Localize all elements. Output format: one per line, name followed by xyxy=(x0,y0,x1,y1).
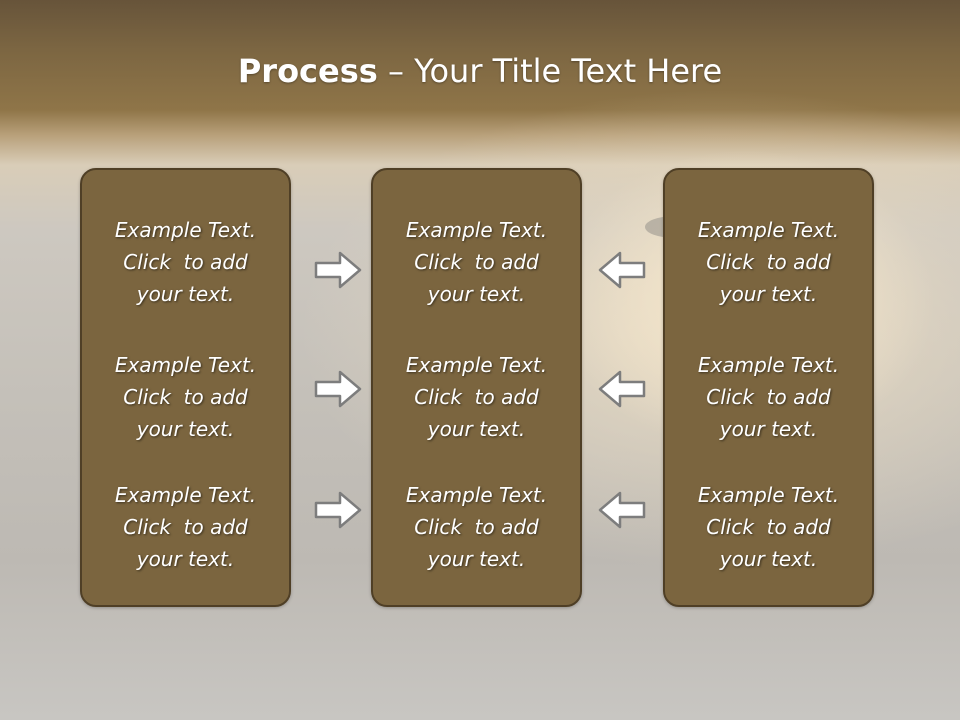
text-line: your text. xyxy=(427,417,526,441)
text-line: Example Text. xyxy=(697,483,840,507)
text-line: Example Text. xyxy=(697,353,840,377)
text-line: Click to add xyxy=(123,515,248,539)
text-line: Click to add xyxy=(414,515,539,539)
text-line: your text. xyxy=(719,547,818,571)
title-rest: – Your Title Text Here xyxy=(377,52,723,90)
left-arrow-icon[interactable] xyxy=(598,491,646,529)
text-line: Example Text. xyxy=(405,483,548,507)
panel-text-block[interactable]: Example Text. Click to add your text. xyxy=(373,479,580,575)
panel-text-block[interactable]: Example Text. Click to add your text. xyxy=(665,479,872,575)
text-line: Example Text. xyxy=(114,353,257,377)
process-panel-right[interactable]: Example Text. Click to add your text. Ex… xyxy=(663,168,874,607)
text-line: your text. xyxy=(719,282,818,306)
panel-text-block[interactable]: Example Text. Click to add your text. xyxy=(665,214,872,310)
text-line: Click to add xyxy=(414,250,539,274)
text-line: Click to add xyxy=(706,385,831,409)
text-line: Example Text. xyxy=(114,218,257,242)
panel-text-block[interactable]: Example Text. Click to add your text. xyxy=(373,349,580,445)
left-arrow-icon[interactable] xyxy=(598,370,646,408)
text-line: Click to add xyxy=(706,515,831,539)
text-line: your text. xyxy=(136,547,235,571)
panel-text-block[interactable]: Example Text. Click to add your text. xyxy=(82,479,289,575)
text-line: Example Text. xyxy=(697,218,840,242)
process-panel-center[interactable]: Example Text. Click to add your text. Ex… xyxy=(371,168,582,607)
text-line: your text. xyxy=(719,417,818,441)
text-line: your text. xyxy=(136,417,235,441)
text-line: Click to add xyxy=(414,385,539,409)
panel-text-block[interactable]: Example Text. Click to add your text. xyxy=(373,214,580,310)
right-arrow-icon[interactable] xyxy=(314,251,362,289)
right-arrow-icon[interactable] xyxy=(314,491,362,529)
panel-text-block[interactable]: Example Text. Click to add your text. xyxy=(665,349,872,445)
text-line: your text. xyxy=(427,547,526,571)
text-line: your text. xyxy=(427,282,526,306)
left-arrow-icon[interactable] xyxy=(598,251,646,289)
text-line: Click to add xyxy=(123,385,248,409)
panel-text-block[interactable]: Example Text. Click to add your text. xyxy=(82,349,289,445)
text-line: Example Text. xyxy=(405,218,548,242)
process-panel-left[interactable]: Example Text. Click to add your text. Ex… xyxy=(80,168,291,607)
text-line: your text. xyxy=(136,282,235,306)
right-arrow-icon[interactable] xyxy=(314,370,362,408)
panel-text-block[interactable]: Example Text. Click to add your text. xyxy=(82,214,289,310)
text-line: Example Text. xyxy=(114,483,257,507)
text-line: Example Text. xyxy=(405,353,548,377)
title-bold: Process xyxy=(237,52,378,90)
text-line: Click to add xyxy=(706,250,831,274)
slide-title[interactable]: Process – Your Title Text Here xyxy=(0,52,960,90)
text-line: Click to add xyxy=(123,250,248,274)
